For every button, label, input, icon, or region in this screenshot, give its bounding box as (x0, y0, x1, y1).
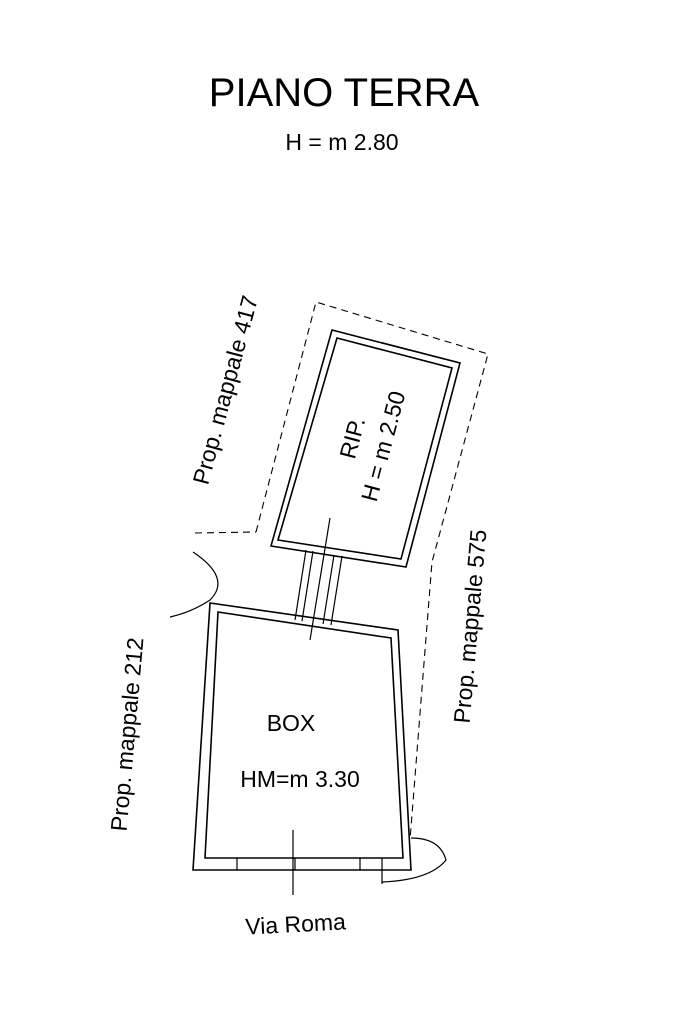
connecting-passage (294, 549, 343, 626)
box-room-walls (192, 602, 412, 884)
neighbour-label-575: Prop. mappale 575 (449, 528, 492, 724)
storage-room-label: RIP. H = m 2.50 (334, 388, 410, 504)
street-label: Via Roma (245, 908, 347, 939)
storage-room-walls (269, 329, 461, 568)
storage-room-height: H = m 2.50 (356, 388, 410, 504)
property-boundary-north (194, 301, 489, 841)
plan-subtitle: H = m 2.80 (285, 129, 398, 155)
box-room-name: BOX (267, 710, 316, 736)
plan-title: PIANO TERRA (209, 71, 480, 115)
storage-room-name: RIP. (334, 414, 370, 461)
neighbour-label-417: Prop. mappale 417 (188, 293, 263, 487)
door-swing-arcs (169, 551, 447, 883)
section-axis-lines (292, 517, 331, 895)
neighbour-label-212: Prop. mappale 212 (106, 636, 149, 832)
box-room-height: HM=m 3.30 (240, 766, 360, 792)
